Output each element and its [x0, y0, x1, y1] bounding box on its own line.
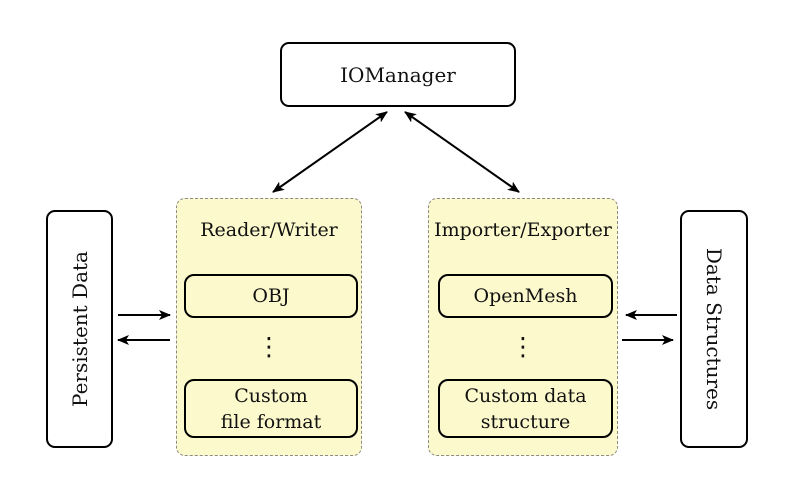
importer-exporter-panel: Importer/Exporter OpenMesh ⋮ Custom data…	[428, 198, 618, 456]
data-structures-box: Data Structures	[680, 210, 748, 448]
custom-file-format-line2: file format	[220, 410, 322, 433]
iomanager-box: IOManager	[280, 42, 516, 107]
openmesh-label: OpenMesh	[473, 285, 578, 307]
vertical-ellipsis-left: ⋮	[256, 332, 282, 361]
iomanager-label: IOManager	[340, 62, 456, 87]
data-structures-label: Data Structures	[702, 247, 726, 411]
custom-data-structure-line1: Custom data	[464, 384, 587, 407]
reader-writer-title: Reader/Writer	[200, 219, 338, 241]
custom-data-structure-box: Custom data structure	[438, 379, 613, 438]
vertical-ellipsis-right: ⋮	[510, 332, 536, 361]
custom-file-format-box: Custom file format	[184, 379, 358, 438]
arrow-iomanager-importerexporter	[404, 111, 520, 193]
obj-box: OBJ	[184, 274, 358, 318]
reader-writer-panel: Reader/Writer OBJ ⋮ Custom file format	[176, 198, 362, 456]
arrow-iomanager-readerwriter	[272, 111, 388, 193]
custom-file-format-line1: Custom	[234, 384, 308, 407]
persistent-data-box: Persistent Data	[46, 210, 113, 448]
persistent-data-label: Persistent Data	[67, 251, 92, 407]
custom-data-structure-line2: structure	[480, 410, 571, 433]
openmesh-box: OpenMesh	[438, 274, 613, 318]
obj-label: OBJ	[252, 285, 290, 307]
importer-exporter-title: Importer/Exporter	[434, 219, 612, 241]
